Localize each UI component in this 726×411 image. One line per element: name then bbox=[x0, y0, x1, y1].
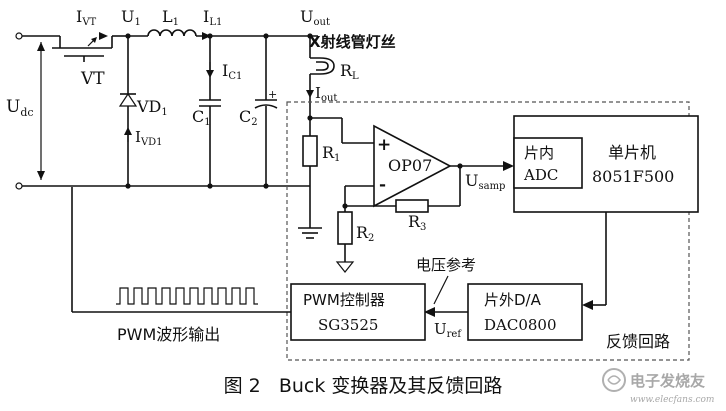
dac-label-top: 片外D/A bbox=[484, 291, 542, 309]
opamp-op07 bbox=[373, 124, 452, 208]
pwm-controller-box bbox=[290, 283, 426, 341]
r2-label: R2 bbox=[356, 223, 374, 244]
vref-pointer bbox=[433, 275, 449, 305]
mcu-dac-arrow bbox=[582, 300, 593, 310]
opamp-label: OP07 bbox=[388, 156, 432, 175]
pwm-label-top: PWM控制器 bbox=[303, 291, 385, 309]
resistor-r1 bbox=[298, 115, 374, 239]
input-terminals bbox=[15, 32, 310, 190]
r1-label: R1 bbox=[322, 143, 340, 164]
figure-caption: 图 2 Buck 变换器及其反馈回路 bbox=[224, 375, 503, 397]
watermark: 电子发烧友 www.elecfans.com bbox=[602, 368, 714, 405]
capacitor-c2 bbox=[254, 33, 278, 189]
dac-label-bottom: DAC0800 bbox=[484, 316, 557, 334]
watermark-url: www.elecfans.com bbox=[630, 395, 714, 405]
uref-label: Uref bbox=[434, 320, 462, 340]
dac-box bbox=[467, 283, 583, 341]
adc-label-bottom: ADC bbox=[523, 166, 558, 184]
resistor-r3 bbox=[342, 163, 463, 213]
iout-arrow bbox=[306, 90, 314, 98]
vt-switch bbox=[52, 35, 128, 62]
dac-pwm-arrow bbox=[424, 307, 435, 317]
vref-label: 电压参考 bbox=[416, 256, 476, 274]
udc-label: Udc bbox=[6, 97, 34, 119]
diode-vd1 bbox=[118, 36, 138, 189]
ic1-label: IC1 bbox=[222, 61, 242, 82]
usamp-arrow bbox=[503, 161, 514, 171]
opamp-minus: - bbox=[379, 175, 386, 195]
r3-label: R3 bbox=[408, 212, 426, 233]
feedback-loop-label: 反馈回路 bbox=[606, 332, 670, 351]
xray-filament-label: X射线管灯丝 bbox=[309, 33, 396, 51]
pwm-label-bottom: SG3525 bbox=[318, 316, 378, 334]
ivd1-label: IVD1 bbox=[135, 128, 163, 148]
c2-label: C2 bbox=[239, 107, 258, 128]
pwm-waveform bbox=[116, 287, 258, 305]
ivt-arrow bbox=[99, 32, 108, 40]
feedback-boundary bbox=[286, 101, 690, 361]
pwm-waveform-label: PWM波形输出 bbox=[117, 325, 220, 344]
ivt-label: IVT bbox=[76, 7, 97, 28]
vd1-label: VD1 bbox=[136, 97, 168, 118]
mcu-label-top: 单片机 bbox=[608, 143, 656, 162]
c1-label: C1 bbox=[192, 107, 211, 128]
rl-label: RL bbox=[340, 61, 359, 82]
l1-label: L1 bbox=[162, 7, 179, 28]
il1-arrow bbox=[202, 32, 211, 40]
watermark-text: 电子发烧友 bbox=[630, 372, 705, 390]
capacitor-c1 bbox=[199, 33, 221, 189]
il1-label: IL1 bbox=[203, 7, 222, 28]
iout-label: Iout bbox=[315, 84, 337, 104]
inductor-l1 bbox=[147, 29, 197, 37]
adc-label-top: 片内 bbox=[524, 144, 554, 162]
u1-label: U1 bbox=[121, 7, 141, 28]
vt-label: VT bbox=[80, 69, 105, 89]
uout-label: Uout bbox=[300, 7, 330, 28]
resistor-r2 bbox=[335, 206, 355, 273]
mcu-label-bottom: 8051F500 bbox=[592, 167, 674, 186]
opamp-plus: + bbox=[377, 135, 391, 155]
c2-polarity: + bbox=[268, 88, 277, 101]
usamp-label: Usamp bbox=[465, 171, 505, 192]
adc-box bbox=[513, 137, 583, 189]
